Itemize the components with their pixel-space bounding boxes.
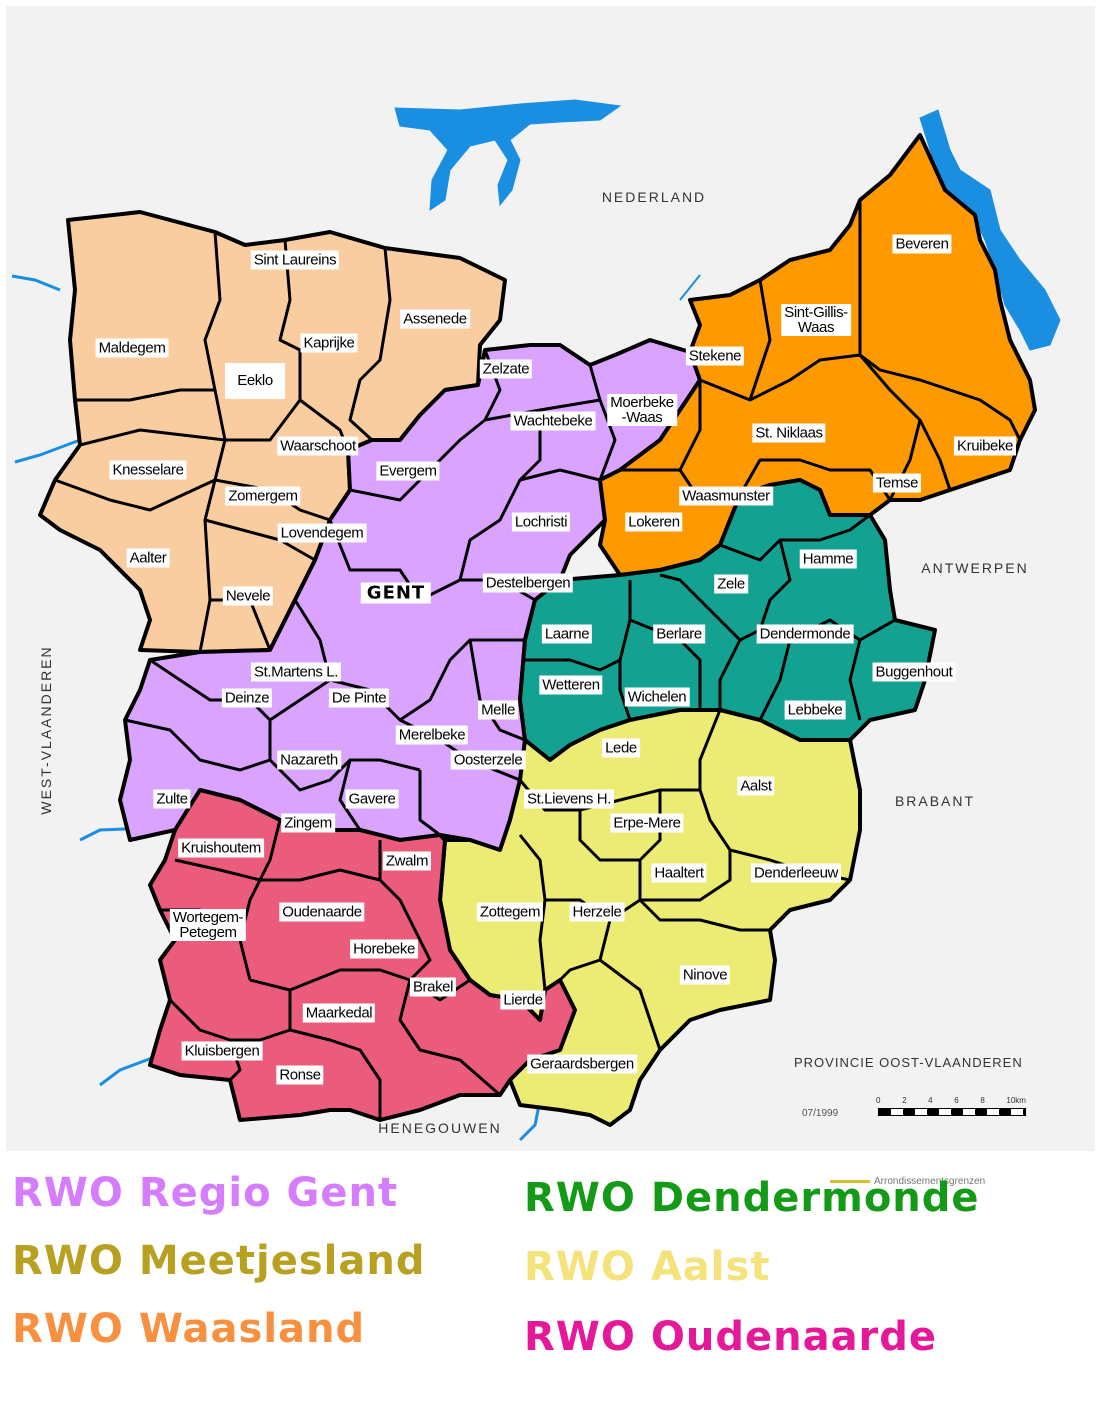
municipality-label[interactable]: Brakel: [409, 977, 457, 997]
municipality-label[interactable]: Zwalm: [382, 851, 432, 871]
municipality-label[interactable]: Melle: [478, 700, 518, 720]
municipality-label[interactable]: Gavere: [345, 789, 399, 809]
municipality-label[interactable]: Hamme: [799, 549, 857, 569]
municipality-label[interactable]: Knesselare: [109, 460, 187, 480]
municipality-label[interactable]: Maarkedal: [302, 1003, 376, 1023]
scale-tick: 6: [954, 1096, 959, 1105]
municipality-label[interactable]: Aalter: [126, 548, 170, 568]
scale-ticks: 0 2 4 6 8 10km: [876, 1096, 1026, 1105]
municipality-label[interactable]: GENT: [360, 582, 432, 604]
scale-tick: 8: [980, 1096, 985, 1105]
municipality-label[interactable]: Stekene: [685, 346, 745, 366]
municipality-label[interactable]: St.Lievens H.: [523, 789, 615, 809]
neighbour-label-west-vlaanderen: WEST-VLAANDEREN: [38, 645, 54, 815]
municipality-label[interactable]: Nevele: [222, 586, 274, 606]
municipality-label[interactable]: Waasmunster: [679, 486, 773, 506]
municipality-label[interactable]: Lochristi: [511, 512, 571, 532]
municipality-label[interactable]: Evergem: [376, 461, 440, 481]
legend-regio-gent: RWO Regio Gent: [12, 1170, 399, 1216]
municipality-label[interactable]: Herzele: [569, 902, 625, 922]
neighbour-label-nederland: NEDERLAND: [601, 189, 707, 205]
municipality-label[interactable]: Kruishoutem: [178, 838, 264, 858]
municipality-label[interactable]: Sint-Gillis- Waas: [781, 304, 851, 336]
boundary-legend: Arrondissementsgrenzen: [830, 1176, 985, 1187]
municipality-label[interactable]: Erpe-Mere: [610, 813, 684, 833]
municipality-label[interactable]: Aalst: [737, 776, 775, 796]
municipality-label[interactable]: Zele: [714, 574, 748, 594]
municipality-label[interactable]: Laarne: [541, 624, 593, 644]
municipality-label[interactable]: Moerbeke -Waas: [607, 394, 677, 426]
municipality-label[interactable]: Zomergem: [225, 486, 301, 506]
municipality-label[interactable]: Kluisbergen: [181, 1041, 263, 1061]
municipality-label[interactable]: St. Niklaas: [752, 423, 826, 443]
municipality-label[interactable]: Wetteren: [539, 675, 603, 695]
scale-bar: [878, 1108, 1026, 1116]
map-date: 07/1999: [802, 1108, 839, 1119]
neighbour-label-henegouwen: HENEGOUWEN: [378, 1120, 502, 1136]
scale-tick: 2: [902, 1096, 907, 1105]
municipality-label[interactable]: Wichelen: [624, 687, 690, 707]
legend-dendermonde: RWO Dendermonde: [524, 1175, 980, 1221]
boundary-line-swatch: [830, 1180, 870, 1183]
municipality-label[interactable]: Oudenaarde: [279, 902, 365, 922]
municipality-label[interactable]: Assenede: [400, 309, 470, 329]
municipality-label[interactable]: Kaprijke: [300, 333, 358, 353]
province-title: PROVINCIE OOST-VLAANDEREN: [794, 1055, 1023, 1070]
municipality-label[interactable]: Temse: [872, 473, 922, 493]
municipality-label[interactable]: Horebeke: [350, 939, 418, 959]
municipality-label[interactable]: Zingem: [281, 813, 335, 833]
municipality-label[interactable]: Lede: [602, 738, 640, 758]
boundary-legend-label: Arrondissementsgrenzen: [874, 1176, 986, 1187]
municipality-label[interactable]: Berlare: [653, 624, 705, 644]
legend-aalst: RWO Aalst: [524, 1244, 771, 1290]
municipality-label[interactable]: Zottegem: [476, 902, 544, 922]
municipality-label[interactable]: Haaltert: [651, 863, 707, 883]
municipality-label[interactable]: Lovendegem: [277, 523, 367, 543]
municipality-label[interactable]: St.Martens L.: [250, 662, 342, 682]
municipality-label[interactable]: De Pinte: [328, 688, 390, 708]
municipality-label[interactable]: Beveren: [892, 234, 952, 254]
municipality-label[interactable]: Lokeren: [625, 512, 683, 532]
municipality-label[interactable]: Deinze: [221, 688, 273, 708]
municipality-label[interactable]: Ronse: [276, 1065, 324, 1085]
municipality-label[interactable]: Waarschoot: [277, 436, 359, 456]
municipality-label[interactable]: Geraardsbergen: [527, 1054, 637, 1074]
scale-tick: 10km: [1006, 1096, 1026, 1105]
municipality-label[interactable]: Dendermonde: [756, 624, 854, 644]
municipality-label[interactable]: Denderleeuw: [751, 863, 841, 883]
legend-waasland: RWO Waasland: [12, 1306, 366, 1352]
municipality-label[interactable]: Lebbeke: [784, 700, 846, 720]
municipality-label[interactable]: Oosterzele: [450, 750, 526, 770]
municipality-label[interactable]: Destelbergen: [482, 573, 574, 593]
municipality-label[interactable]: Wortegem- Petegem: [169, 909, 247, 941]
municipality-label[interactable]: Merelbeke: [395, 725, 469, 745]
municipality-label[interactable]: Kruibeke: [953, 436, 1017, 456]
legend-oudenaarde: RWO Oudenaarde: [524, 1314, 938, 1360]
municipality-label[interactable]: Buggenhout: [872, 662, 956, 682]
municipality-label[interactable]: Nazareth: [277, 750, 341, 770]
municipality-label[interactable]: Zulte: [153, 789, 191, 809]
municipality-label[interactable]: Wachtebeke: [510, 411, 596, 431]
municipality-label[interactable]: Sint Laureins: [250, 250, 340, 270]
municipality-label[interactable]: Zelzate: [479, 359, 533, 379]
legend-meetjesland: RWO Meetjesland: [12, 1238, 426, 1284]
municipality-label[interactable]: Ninove: [679, 965, 731, 985]
neighbour-label-antwerpen: ANTWERPEN: [921, 560, 1029, 576]
municipality-label[interactable]: Maldegem: [95, 338, 169, 358]
scale-tick: 0: [876, 1096, 881, 1105]
municipality-label[interactable]: Lierde: [500, 990, 546, 1010]
municipality-label[interactable]: Eeklo: [225, 363, 285, 399]
scale-tick: 4: [928, 1096, 933, 1105]
neighbour-label-brabant: BRABANT: [894, 793, 976, 809]
